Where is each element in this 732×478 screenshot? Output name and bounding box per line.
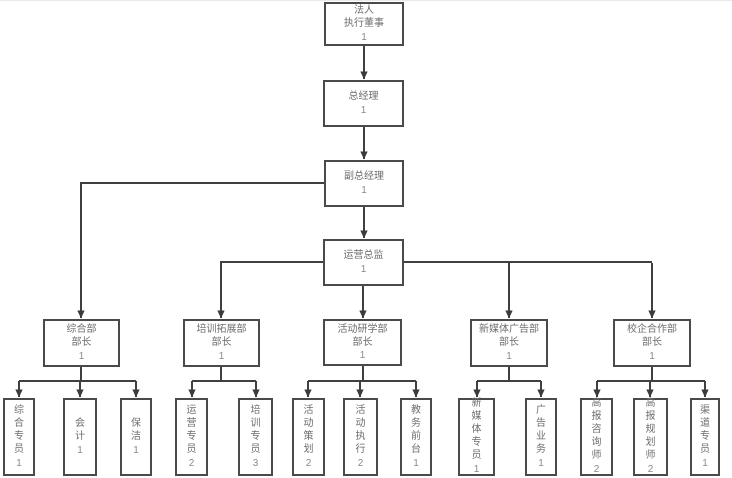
node-label: 综合部 — [66, 324, 97, 336]
node-count: 1 — [413, 457, 419, 469]
node-label: 培训拓展部 — [196, 324, 247, 336]
org-node-gaokao-planner: 高报规划师 2 — [633, 398, 668, 476]
node-count: 1 — [218, 350, 225, 362]
org-node-training-expansion-dept: 培训拓展部 部长 1 — [183, 319, 260, 367]
node-label: 总经理 — [348, 91, 379, 103]
node-count: 2 — [305, 457, 312, 469]
node-label: 保洁 — [131, 417, 141, 442]
org-node-legal-executive-director: 法人 执行董事 1 — [324, 2, 404, 46]
node-count: 1 — [360, 104, 367, 116]
node-label: 副总经理 — [344, 171, 384, 183]
org-node-academic-front-desk: 教务前台 1 — [400, 398, 432, 476]
node-label: 活动执行 — [355, 404, 366, 455]
org-node-operations-specialist: 运营专员 2 — [175, 398, 208, 476]
org-node-training-specialist: 培训专员 3 — [238, 398, 273, 476]
node-count: 1 — [702, 457, 708, 469]
node-label-line2: 执行董事 — [344, 18, 384, 30]
org-node-school-enterprise-coop-dept: 校企合作部 部长 1 — [613, 319, 691, 367]
node-count: 1 — [538, 457, 544, 469]
node-count: 2 — [357, 457, 364, 469]
node-label-line2: 部长 — [352, 336, 373, 348]
node-label: 法人 — [354, 5, 374, 17]
node-label: 培训专员 — [250, 404, 261, 455]
node-count: 1 — [359, 350, 366, 362]
node-label: 高报咨询师 — [591, 398, 602, 462]
node-label: 新媒体专员 — [471, 398, 482, 462]
org-node-general-affairs-dept: 综合部 部长 1 — [43, 319, 120, 367]
node-label: 综合专员 — [14, 404, 24, 455]
node-label: 渠道专员 — [700, 404, 710, 455]
node-count: 1 — [361, 31, 367, 43]
node-label: 运营总监 — [343, 250, 384, 262]
node-label-line2: 部长 — [211, 337, 232, 349]
org-node-event-planning: 活动策划 2 — [292, 398, 325, 476]
org-node-event-execution: 活动执行 2 — [343, 398, 378, 476]
org-node-advertising-sales: 广告业务 1 — [525, 398, 557, 476]
node-count: 2 — [188, 457, 195, 469]
org-node-newmedia-specialist: 新媒体专员 1 — [458, 398, 495, 476]
org-node-deputy-general-manager: 副总经理 1 — [324, 160, 404, 207]
node-label: 运营专员 — [186, 404, 197, 455]
node-count: 2 — [647, 464, 654, 476]
node-count: 1 — [473, 464, 480, 476]
org-node-channel-specialist: 渠道专员 1 — [690, 398, 720, 476]
node-count: 1 — [133, 444, 139, 456]
node-label: 会计 — [75, 417, 85, 442]
org-node-accountant: 会计 1 — [63, 398, 97, 476]
node-label: 高报规划师 — [645, 398, 656, 462]
org-node-general-manager: 总经理 1 — [323, 80, 404, 127]
node-label: 活动研学部 — [337, 323, 388, 335]
node-count: 1 — [77, 444, 83, 456]
node-label: 活动策划 — [303, 404, 314, 455]
node-label-line2: 部长 — [71, 337, 92, 349]
node-count: 2 — [593, 464, 600, 476]
node-count: 1 — [78, 350, 85, 362]
node-label-line2: 部长 — [642, 337, 662, 349]
node-count: 1 — [649, 350, 655, 362]
org-node-newmedia-advertising-dept: 新媒体广告部 部长 1 — [470, 319, 548, 367]
node-count: 1 — [506, 350, 512, 362]
node-label: 教务前台 — [411, 404, 421, 455]
node-count: 1 — [360, 263, 367, 275]
org-node-operations-director: 运营总监 1 — [323, 239, 404, 286]
node-label: 广告业务 — [536, 404, 546, 455]
node-label: 校企合作部 — [627, 324, 677, 336]
org-node-gaokao-consultant: 高报咨询师 2 — [580, 398, 613, 476]
node-count: 3 — [252, 457, 259, 469]
org-node-activity-research-dept: 活动研学部 部长 1 — [323, 319, 402, 366]
node-count: 1 — [16, 457, 22, 469]
node-label: 新媒体广告部 — [479, 324, 539, 336]
node-count: 1 — [361, 184, 367, 196]
org-node-cleaner: 保洁 1 — [120, 398, 152, 476]
node-label-line2: 部长 — [499, 337, 519, 349]
org-node-general-specialist: 综合专员 1 — [3, 398, 35, 476]
